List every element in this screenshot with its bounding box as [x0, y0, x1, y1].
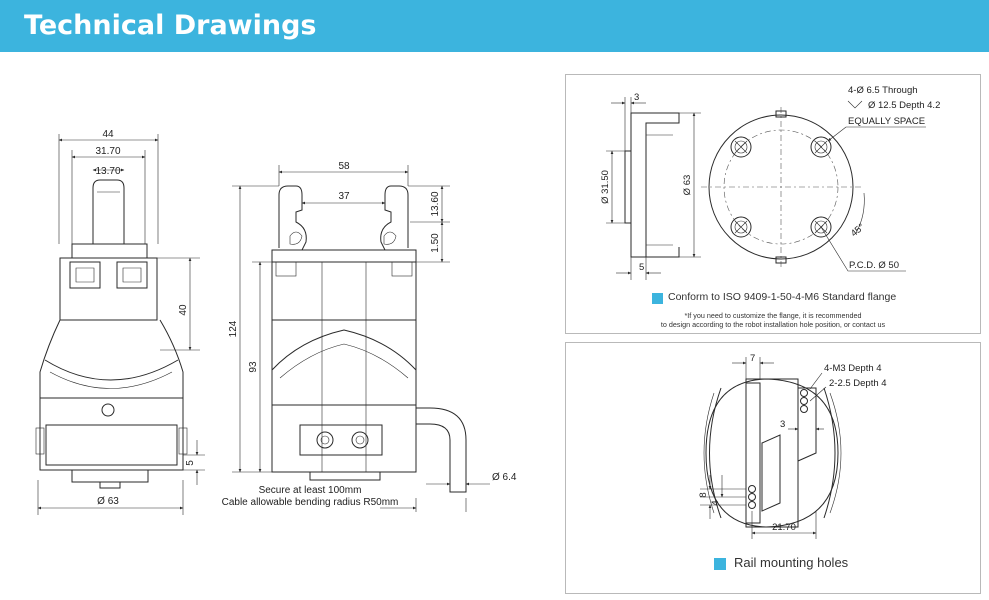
- flange-bottom-label: 5: [639, 262, 644, 273]
- side-note-line1: Secure at least 100mm: [259, 485, 362, 496]
- flange-note-line1: *If you need to customize the flange, it…: [684, 311, 862, 320]
- rail-panel: 7 4-M3 Depth 4 2-2.5 Depth 4 3 8 4 21.70…: [565, 342, 981, 594]
- side-height-step-label: 1.50: [430, 233, 441, 253]
- flange-thickness-label: 3: [634, 92, 639, 103]
- rail-v1-label: 8: [698, 492, 709, 497]
- rail-drawing: 7 4-M3 Depth 4 2-2.5 Depth 4 3 8 4 21.70: [698, 353, 887, 539]
- flange-drawing: 3 Ø 31.50 Ø 63 5 4-Ø 6.5 Th: [600, 85, 940, 280]
- flange-angle-label: 45°: [849, 222, 867, 240]
- side-note-line2: Cable allowable bending radius R50mm: [222, 497, 399, 508]
- front-view: 44 31.70 13.70 40 5 Ø 63: [35, 129, 205, 515]
- flange-outer-diameter-label: Ø 63: [682, 175, 693, 196]
- side-height-finger-label: 13.60: [430, 191, 441, 216]
- flange-boss-diameter-label: Ø 31.50: [600, 170, 611, 204]
- rail-holes: [748, 389, 808, 509]
- side-cable-diameter-label: Ø 6.4: [492, 472, 517, 483]
- rail-legend-marker: [714, 558, 726, 570]
- flange-counterbore-callout: Ø 12.5 Depth 4.2: [868, 100, 940, 111]
- side-height-body-label: 93: [248, 361, 259, 373]
- flange-holes-callout: 4-Ø 6.5 Through: [848, 85, 918, 96]
- side-width-inner-label: 37: [338, 191, 350, 202]
- flange-legend-text: Conform to ISO 9409-1-50-4-M6 Standard f…: [668, 291, 897, 303]
- front-height-side-label: 40: [178, 304, 189, 316]
- side-view: 58 37 13.60 1.50 124 93 Ø 6.4 Secure at …: [222, 161, 517, 512]
- flange-legend-marker: [652, 293, 663, 304]
- front-width-inner-label: 31.70: [95, 146, 120, 157]
- rail-side-label: 3: [780, 419, 785, 430]
- front-diameter-label: Ø 63: [97, 496, 119, 507]
- rail-pin-callout: 2-2.5 Depth 4: [829, 378, 887, 389]
- front-height-bottom-label: 5: [185, 460, 196, 466]
- front-width-top-label: 44: [102, 129, 114, 140]
- side-height-total-label: 124: [228, 320, 239, 337]
- rail-bottom-label: 21.70: [772, 522, 796, 533]
- flange-note-line2: to design according to the robot install…: [660, 320, 886, 329]
- flange-panel: 3 Ø 31.50 Ø 63 5 4-Ø 6.5 Th: [565, 74, 981, 334]
- flange-bolt-holes: [730, 136, 832, 238]
- front-width-finger-label: 13.70: [95, 166, 120, 177]
- rail-m3-callout: 4-M3 Depth 4: [824, 363, 882, 374]
- rail-v2-label: 4: [710, 500, 721, 505]
- rail-top-label: 7: [750, 353, 755, 364]
- side-width-top-label: 58: [338, 161, 350, 172]
- flange-pcd-label: P.C.D. Ø 50: [849, 260, 899, 271]
- header-bar: Technical Drawings: [0, 0, 989, 52]
- rail-legend-text: Rail mounting holes: [734, 555, 849, 570]
- page-title: Technical Drawings: [24, 10, 317, 41]
- flange-spacing-callout: EQUALLY SPACE: [848, 116, 925, 127]
